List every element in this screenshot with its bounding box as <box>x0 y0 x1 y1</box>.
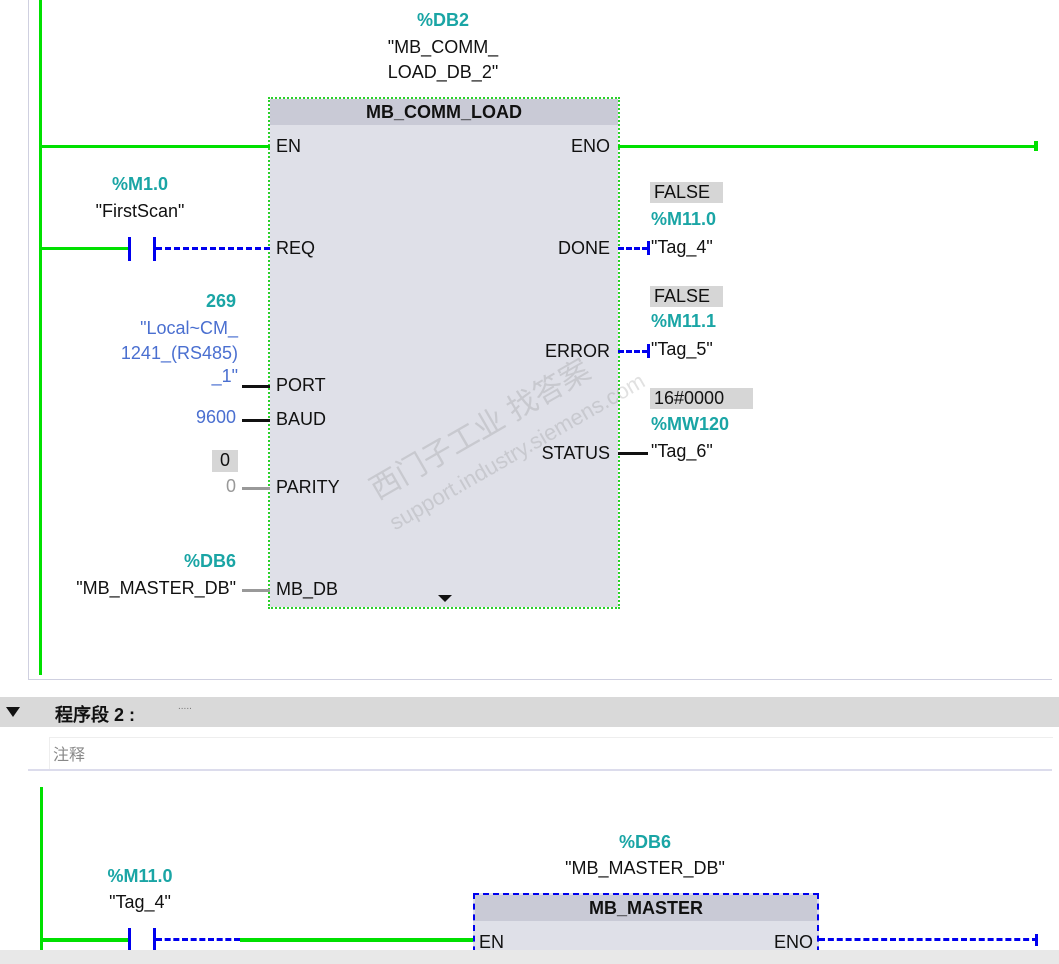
wire <box>242 419 270 422</box>
pin-parity: PARITY <box>276 477 340 497</box>
status-address[interactable]: %MW120 <box>651 414 730 434</box>
instance-db-name[interactable]: "MB_COMM_ <box>387 37 499 57</box>
block-title: MB_MASTER <box>475 895 817 921</box>
instance-db-address[interactable]: %DB6 <box>618 832 672 852</box>
contact-no-icon[interactable] <box>153 237 156 261</box>
mb-db-address[interactable]: %DB6 <box>183 551 236 571</box>
wire <box>156 938 240 941</box>
done-address[interactable]: %M11.0 <box>651 209 717 229</box>
wire <box>40 145 270 148</box>
parity-monitor: 0 <box>212 450 238 472</box>
wire <box>618 145 1038 148</box>
pin-req: REQ <box>276 238 316 258</box>
port-name[interactable]: 1241_(RS485) <box>120 343 238 363</box>
network-border <box>28 0 29 680</box>
pin-mb-db: MB_DB <box>276 579 339 599</box>
instance-db-name[interactable]: "MB_MASTER_DB" <box>565 858 725 878</box>
contact-no-icon[interactable] <box>128 928 131 952</box>
contact-name[interactable]: "FirstScan" <box>95 201 185 221</box>
pin-eno: ENO <box>570 136 610 156</box>
pin-en: EN <box>276 136 302 156</box>
coil-end <box>647 241 650 255</box>
divider <box>28 769 1052 771</box>
wire <box>819 938 1038 941</box>
mb-db-name[interactable]: "MB_MASTER_DB" <box>76 578 236 598</box>
network-title-field[interactable]: ..... <box>178 701 192 712</box>
wire <box>40 938 128 942</box>
wire <box>156 247 270 250</box>
wire <box>242 589 270 592</box>
wire-end <box>1034 141 1038 151</box>
pin-en: EN <box>479 932 505 952</box>
wire-end <box>1035 934 1038 946</box>
network-title: 程序段 2 : <box>55 705 136 725</box>
expand-arrow-icon[interactable] <box>438 595 452 602</box>
status-monitor: 16#0000 <box>650 388 753 409</box>
baud-value[interactable]: 9600 <box>195 407 236 427</box>
status-name[interactable]: "Tag_6" <box>651 441 713 461</box>
done-name[interactable]: "Tag_4" <box>651 237 713 257</box>
contact-name[interactable]: "Tag_4" <box>109 892 171 912</box>
port-value[interactable]: 269 <box>205 291 236 311</box>
pin-port: PORT <box>276 375 326 395</box>
network-border <box>28 679 1052 680</box>
instance-db-name[interactable]: LOAD_DB_2" <box>387 62 499 82</box>
pin-eno: ENO <box>773 932 813 952</box>
parity-value[interactable]: 0 <box>225 476 236 496</box>
wire <box>240 938 473 942</box>
error-monitor: FALSE <box>650 286 723 307</box>
network-comment-field[interactable]: 注释 <box>49 737 1053 770</box>
collapse-arrow-icon[interactable] <box>6 707 20 717</box>
wire <box>618 350 648 353</box>
mb-comm-load-block[interactable]: MB_COMM_LOAD EN REQ PORT BAUD PARITY MB_… <box>268 97 620 609</box>
comment-placeholder: 注释 <box>53 747 86 764</box>
coil-end <box>647 344 650 358</box>
pin-baud: BAUD <box>276 409 327 429</box>
network-2-header[interactable]: 程序段 2 : ..... <box>0 697 1059 727</box>
wire <box>242 385 270 388</box>
pin-done: DONE <box>557 238 610 258</box>
horizontal-scrollbar[interactable] <box>0 950 1059 964</box>
instance-db-address[interactable]: %DB2 <box>416 10 470 30</box>
wire <box>242 487 270 490</box>
contact-address[interactable]: %M1.0 <box>111 174 169 194</box>
pin-error: ERROR <box>544 341 610 361</box>
done-monitor: FALSE <box>650 182 723 203</box>
error-name[interactable]: "Tag_5" <box>651 339 713 359</box>
power-rail <box>40 787 43 950</box>
wire <box>618 247 648 250</box>
contact-no-icon[interactable] <box>153 928 156 952</box>
pin-status: STATUS <box>541 443 610 463</box>
port-name[interactable]: _1" <box>211 366 238 386</box>
wire <box>618 452 648 455</box>
power-rail <box>39 0 42 675</box>
contact-no-icon[interactable] <box>128 237 131 261</box>
error-address[interactable]: %M11.1 <box>651 311 717 331</box>
contact-address[interactable]: %M11.0 <box>107 866 173 886</box>
block-title: MB_COMM_LOAD <box>270 99 618 125</box>
wire <box>40 247 128 250</box>
port-name[interactable]: "Local~CM_ <box>140 318 238 338</box>
